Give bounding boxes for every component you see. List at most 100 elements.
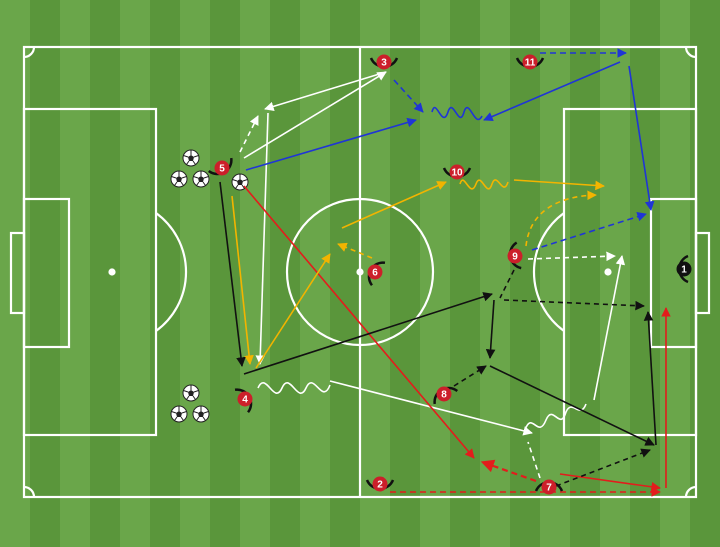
black-dashed-8 (453, 365, 487, 387)
player-number: 9 (512, 252, 518, 263)
grass-stripe (0, 0, 30, 547)
player-6[interactable]: 6 (364, 258, 386, 287)
player-7[interactable]: 7 (534, 479, 564, 495)
white-run-down (255, 112, 269, 365)
grass-stripe (90, 0, 120, 547)
player-number: 5 (219, 164, 225, 175)
player-disc (436, 386, 452, 402)
black-run-5-down (219, 181, 246, 367)
black-pass-4 (243, 292, 493, 375)
grass-stripe (540, 0, 570, 547)
player-number: 11 (525, 58, 536, 69)
player-number: 10 (451, 168, 463, 179)
player-number: 6 (372, 268, 378, 279)
goalkeeper-1[interactable]: 1 (676, 254, 692, 284)
player-disc (214, 160, 230, 176)
player-10[interactable]: 10 (442, 164, 472, 180)
grass-stripe (270, 0, 300, 547)
grass-stripe (480, 0, 510, 547)
orange-pass-to-10 (341, 181, 447, 229)
red-run-7-right (559, 473, 661, 492)
orange-dashed-9 (525, 190, 597, 247)
grass-stripe (570, 0, 600, 547)
player-8[interactable]: 8 (430, 383, 459, 405)
grass-stripe (300, 0, 330, 547)
black-run-diag (489, 365, 655, 446)
orange-pass-4-up (255, 253, 331, 369)
centre-spot (356, 268, 364, 276)
red-run-5 (243, 185, 475, 459)
player-number: 8 (441, 390, 447, 401)
black-run-down (485, 299, 496, 359)
orange-dribble-10 (459, 179, 509, 190)
grass-stripe (630, 0, 660, 547)
player-5[interactable]: 5 (207, 157, 236, 179)
corner-arc-br (684, 485, 697, 498)
player-3[interactable]: 3 (369, 54, 399, 70)
corner-arc-tl (23, 46, 36, 59)
player-disc (676, 261, 692, 277)
player-number: 4 (242, 395, 248, 406)
grass-stripe (120, 0, 150, 547)
player-4[interactable]: 4 (234, 385, 256, 414)
orange-dashed-6 (337, 242, 373, 259)
grass-stripe (420, 0, 450, 547)
player-disc (237, 391, 253, 407)
orange-movements (231, 179, 605, 369)
player-number: 7 (546, 483, 552, 494)
orange-pass-right (513, 179, 605, 191)
grass-stripe (240, 0, 270, 547)
grass-stripe (210, 0, 240, 547)
black-movements (219, 181, 657, 487)
white-dribble-4 (257, 381, 331, 394)
player-11[interactable]: 11 (515, 54, 545, 70)
grass-stripe (600, 0, 630, 547)
right-penalty-spot (604, 268, 612, 276)
grass-stripe (390, 0, 420, 547)
right-penalty-arc (532, 212, 565, 332)
player-number: 3 (381, 58, 387, 69)
movement-arrows (219, 48, 671, 497)
centre-circle (285, 197, 435, 347)
player-disc (376, 54, 392, 70)
grass-stripe (60, 0, 90, 547)
player-disc (449, 164, 465, 180)
player-disc (507, 248, 523, 264)
players: 3 11 5 10 6 9 4 (207, 54, 692, 495)
orange-pass-5-down (231, 195, 254, 365)
blue-run-wide (628, 65, 655, 211)
left-penalty-spot (108, 268, 116, 276)
blue-movements (245, 48, 655, 251)
blue-pass-11 (483, 61, 621, 122)
red-movements (243, 185, 671, 497)
left-penalty-arc (155, 212, 188, 332)
white-dashed-9 (527, 251, 616, 262)
left-goal (9, 231, 26, 315)
white-run-dashed-5 (239, 115, 259, 153)
player-disc (372, 476, 388, 492)
player-2[interactable]: 2 (365, 476, 395, 492)
player-disc (522, 54, 538, 70)
right-goal (694, 231, 711, 315)
corner-arc-bl (23, 485, 36, 498)
player-disc (367, 264, 383, 280)
grass-stripe (450, 0, 480, 547)
corner-arc-tr (684, 46, 697, 59)
grass-stripe (180, 0, 210, 547)
blue-run-3 (393, 79, 424, 113)
player-disc (541, 479, 557, 495)
grass-stripe (30, 0, 60, 547)
grass-stripe (690, 0, 720, 547)
player-number: 2 (377, 480, 383, 491)
player-number: 1 (681, 265, 687, 276)
white-run-up (593, 255, 626, 401)
white-dashed-7 (527, 441, 541, 479)
blue-run-5 (245, 117, 417, 171)
white-dribble-box (524, 403, 587, 431)
white-run-3-to-top (264, 71, 387, 112)
player-9[interactable]: 9 (507, 241, 523, 270)
pitch-lines (9, 45, 711, 499)
black-dashed-7 (555, 448, 651, 487)
black-run-up-right (643, 311, 657, 446)
